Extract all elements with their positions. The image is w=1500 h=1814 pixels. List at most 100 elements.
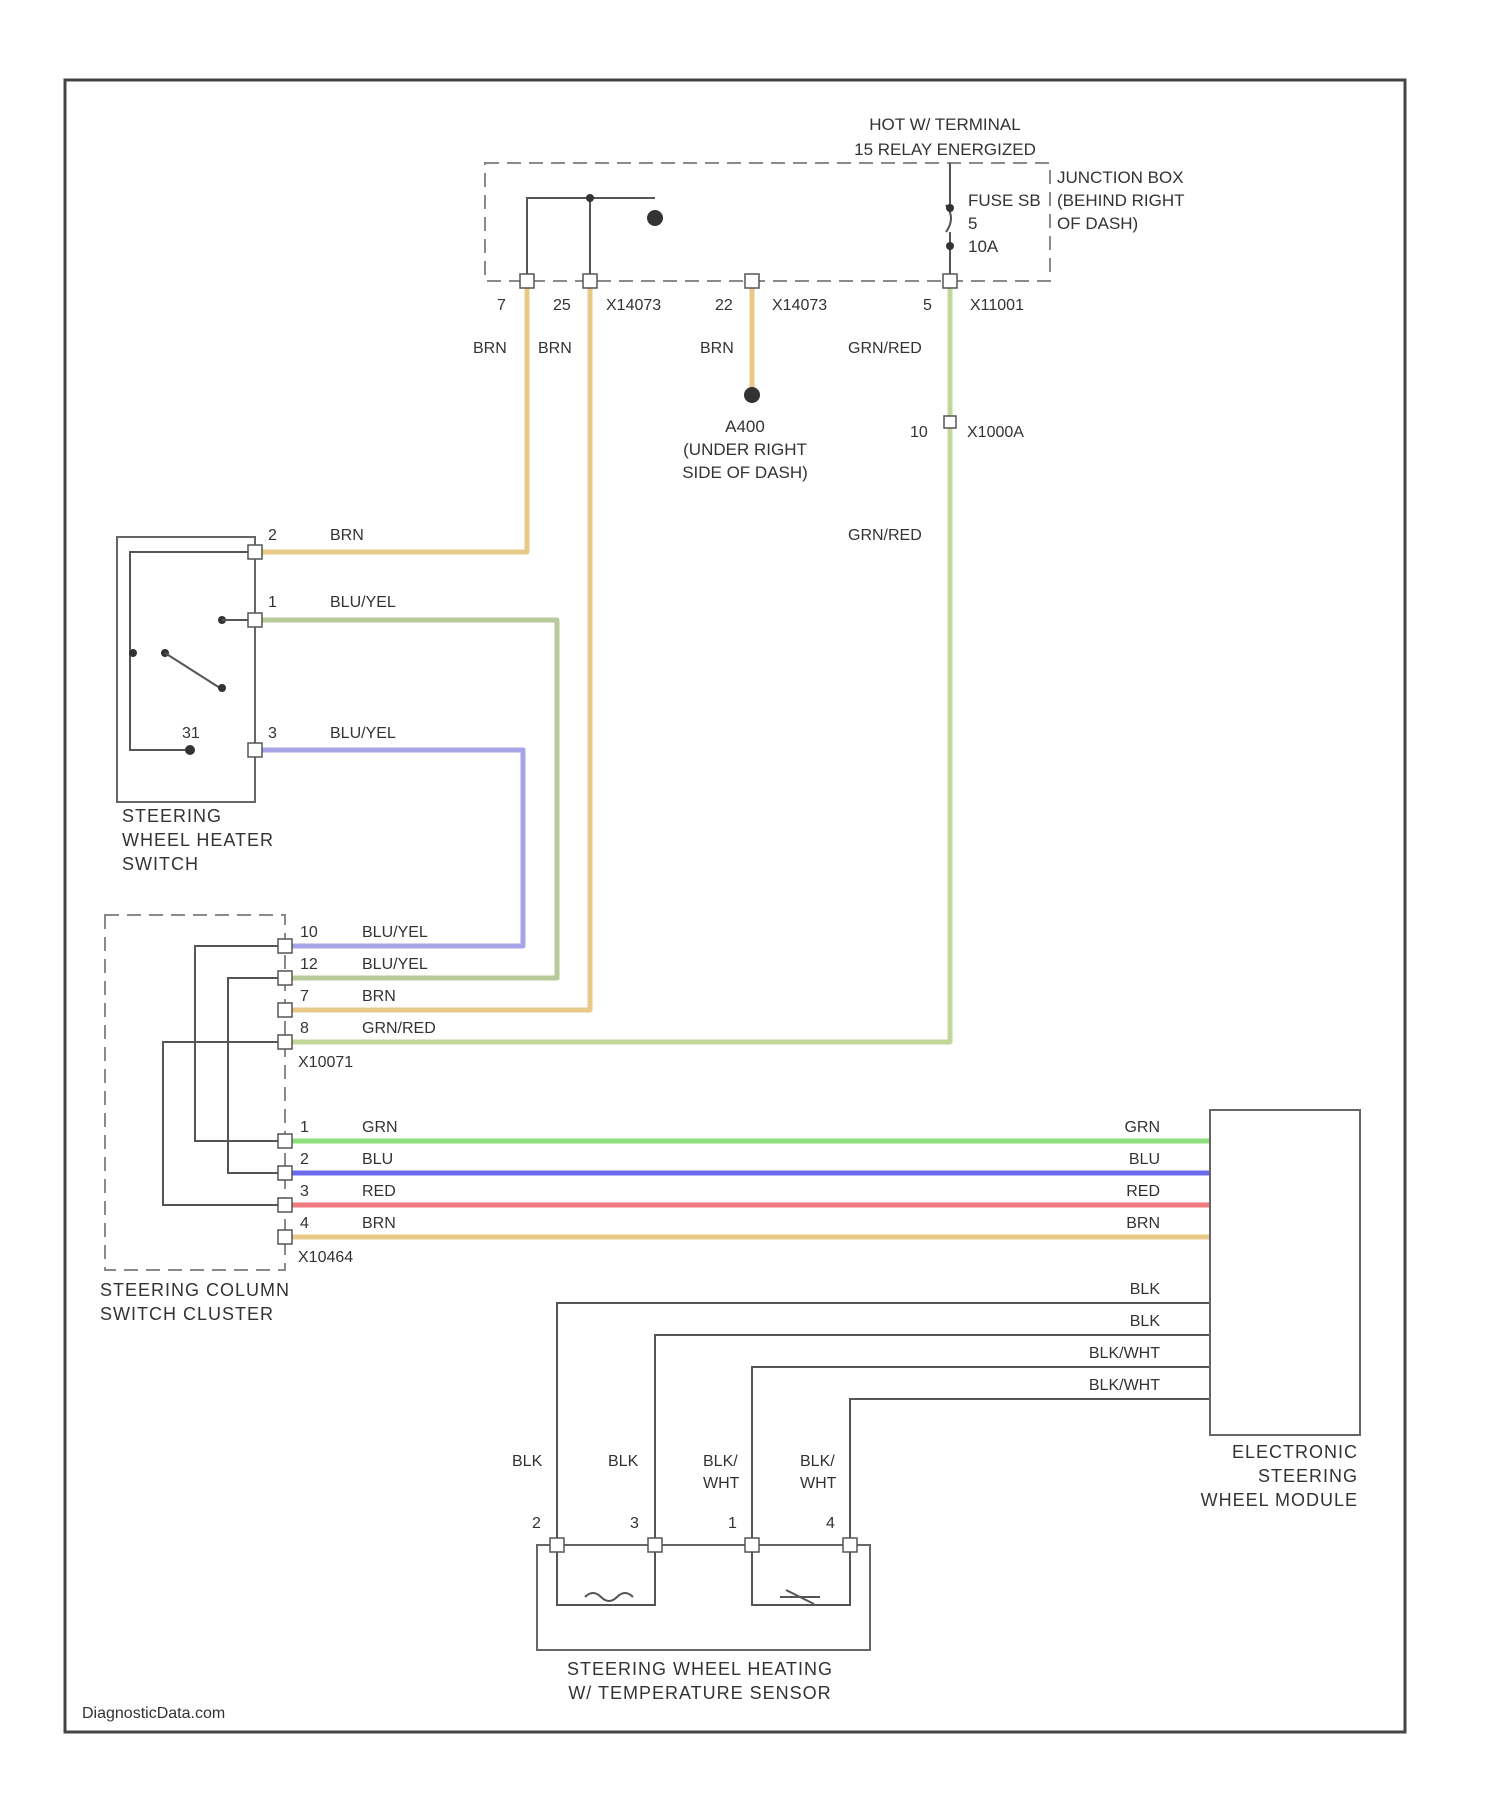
junction-pin-5: 5: [923, 297, 932, 314]
wire-blk-2: [655, 1335, 1210, 1540]
junction-header-line2: 15 RELAY ENERGIZED: [854, 140, 1036, 159]
junction-pin-7: 7: [497, 297, 506, 314]
label-sen-blk-2: BLK: [608, 1453, 639, 1470]
junction-pin-25: 25: [553, 297, 571, 314]
label-brn-3: BRN: [700, 340, 734, 357]
ground-symbol-icon: [744, 387, 760, 403]
label-sen-wht-4: WHT: [800, 1475, 837, 1492]
fuse-icon: [946, 163, 951, 280]
cluster-name-line2: SWITCH CLUSTER: [100, 1304, 274, 1324]
ground-line2: SIDE OF DASH): [682, 463, 808, 482]
junction-ground-dot: [647, 210, 663, 226]
module-name-line3: WHEEL MODULE: [1201, 1490, 1358, 1510]
label-cl-grnred: GRN/RED: [362, 1020, 436, 1037]
cluster-pin-7: 7: [300, 988, 309, 1005]
cluster-name-line1: STEERING COLUMN: [100, 1280, 290, 1300]
label-grn-red-2: GRN/RED: [848, 527, 922, 544]
cluster-terminal-2: [278, 1166, 292, 1180]
label-sw-bluyel-2: BLU/YEL: [330, 725, 396, 742]
junction-header-line1: HOT W/ TERMINAL: [869, 115, 1020, 134]
switch-contact-a: [129, 649, 137, 657]
sensor-terminal-1: [745, 1538, 759, 1552]
junction-connector-c: X11001: [970, 297, 1024, 314]
sensor-pin-2: 2: [532, 1515, 541, 1532]
switch-name-line1: STEERING: [122, 806, 222, 826]
label-bus-blu-right: BLU: [1129, 1151, 1160, 1168]
label-brn-2: BRN: [538, 340, 572, 357]
cluster-pin-1: 1: [300, 1119, 309, 1136]
ground-line1: (UNDER RIGHT: [683, 440, 807, 459]
cluster-pin-12: 12: [300, 956, 318, 973]
junction-label-line1: JUNCTION BOX: [1057, 168, 1184, 187]
cluster-terminal-10: [278, 939, 292, 953]
sensor-heater-element-icon: [557, 1545, 655, 1605]
junction-connector-a: X14073: [606, 297, 661, 314]
wire-brn-switch: [255, 285, 527, 552]
sensor-pin-3: 3: [630, 1515, 639, 1532]
junction-terminal-5: [943, 274, 957, 288]
junction-splice-dot: [586, 194, 594, 202]
sensor-pin-1: 1: [728, 1515, 737, 1532]
label-cl-bluyel-2: BLU/YEL: [362, 956, 428, 973]
label-mod-blk-1: BLK: [1130, 1281, 1161, 1298]
switch-terminal-1: [248, 613, 262, 627]
label-cl-brn: BRN: [362, 988, 396, 1005]
label-bus-red-left: RED: [362, 1183, 396, 1200]
sensor-terminal-2: [550, 1538, 564, 1552]
label-cl-bluyel-1: BLU/YEL: [362, 924, 428, 941]
heater-switch-outline: [117, 537, 255, 802]
label-bus-grn-right: GRN: [1124, 1119, 1160, 1136]
wire-brn-cluster: [285, 285, 590, 1010]
label-bus-grn-left: GRN: [362, 1119, 398, 1136]
label-grn-red-1: GRN/RED: [848, 340, 922, 357]
cluster-terminal-3: [278, 1198, 292, 1212]
steering-wheel-module: GRN BLU RED BRN BLK BLK BLK/WHT BLK/WHT …: [1089, 1110, 1360, 1510]
cluster-terminal-4: [278, 1230, 292, 1244]
module-name-line2: STEERING: [1258, 1466, 1358, 1486]
label-sen-blk-4: BLK/: [800, 1453, 835, 1470]
junction-terminal-7: [520, 274, 534, 288]
switch-pin-3: 3: [268, 725, 277, 742]
label-sen-blk-3: BLK/: [703, 1453, 738, 1470]
switch-pin-1: 1: [268, 594, 277, 611]
label-mod-blk-2: BLK: [1130, 1313, 1161, 1330]
sensor-terminal-3: [648, 1538, 662, 1552]
cluster-connector-bottom: X10464: [298, 1249, 353, 1266]
label-bus-red-right: RED: [1126, 1183, 1160, 1200]
fuse-terminal-bottom: [946, 242, 954, 250]
label-mod-blkwht-2: BLK/WHT: [1089, 1377, 1160, 1394]
switch-pin-2: 2: [268, 527, 277, 544]
module-name-line1: ELECTRONIC: [1232, 1442, 1358, 1462]
label-bus-brn-left: BRN: [362, 1215, 396, 1232]
switch-pin-31: 31: [182, 725, 200, 742]
junction-terminal-22: [745, 274, 759, 288]
label-brn-1: BRN: [473, 340, 507, 357]
switch-lamp-dot: [185, 745, 195, 755]
sensor-outline: [537, 1545, 870, 1650]
cluster-internal-2: [228, 978, 285, 1173]
sensor-terminal-4: [843, 1538, 857, 1552]
label-mod-blkwht-1: BLK/WHT: [1089, 1345, 1160, 1362]
fuse-label-line1: FUSE SB: [968, 191, 1041, 210]
cluster-pin-8: 8: [300, 1020, 309, 1037]
switch-terminal-3: [248, 743, 262, 757]
cluster-terminal-1: [278, 1134, 292, 1148]
cluster-pin-3: 3: [300, 1183, 309, 1200]
label-sen-blk-1: BLK: [512, 1453, 543, 1470]
inline-connector-pin: 10: [910, 424, 928, 441]
fuse-label-line2: 5: [968, 214, 977, 233]
module-outline: [1210, 1110, 1360, 1435]
junction-terminal-25: [583, 274, 597, 288]
heater-switch: 2 1 3 31 BRN BLU/YEL BLU/YEL STEERING WH…: [117, 527, 396, 874]
label-sen-wht-3: WHT: [703, 1475, 740, 1492]
switch-name-line3: SWITCH: [122, 854, 199, 874]
junction-pin-22: 22: [715, 297, 733, 314]
inline-connector-name: X1000A: [967, 424, 1024, 441]
junction-label-line2: (BEHIND RIGHT: [1057, 191, 1185, 210]
sensor-name-line2: W/ TEMPERATURE SENSOR: [568, 1683, 831, 1703]
wire-blk-wht-2: [850, 1399, 1210, 1540]
switch-contact-d: [218, 684, 226, 692]
label-sw-bluyel-1: BLU/YEL: [330, 594, 396, 611]
cluster-terminal-12: [278, 971, 292, 985]
